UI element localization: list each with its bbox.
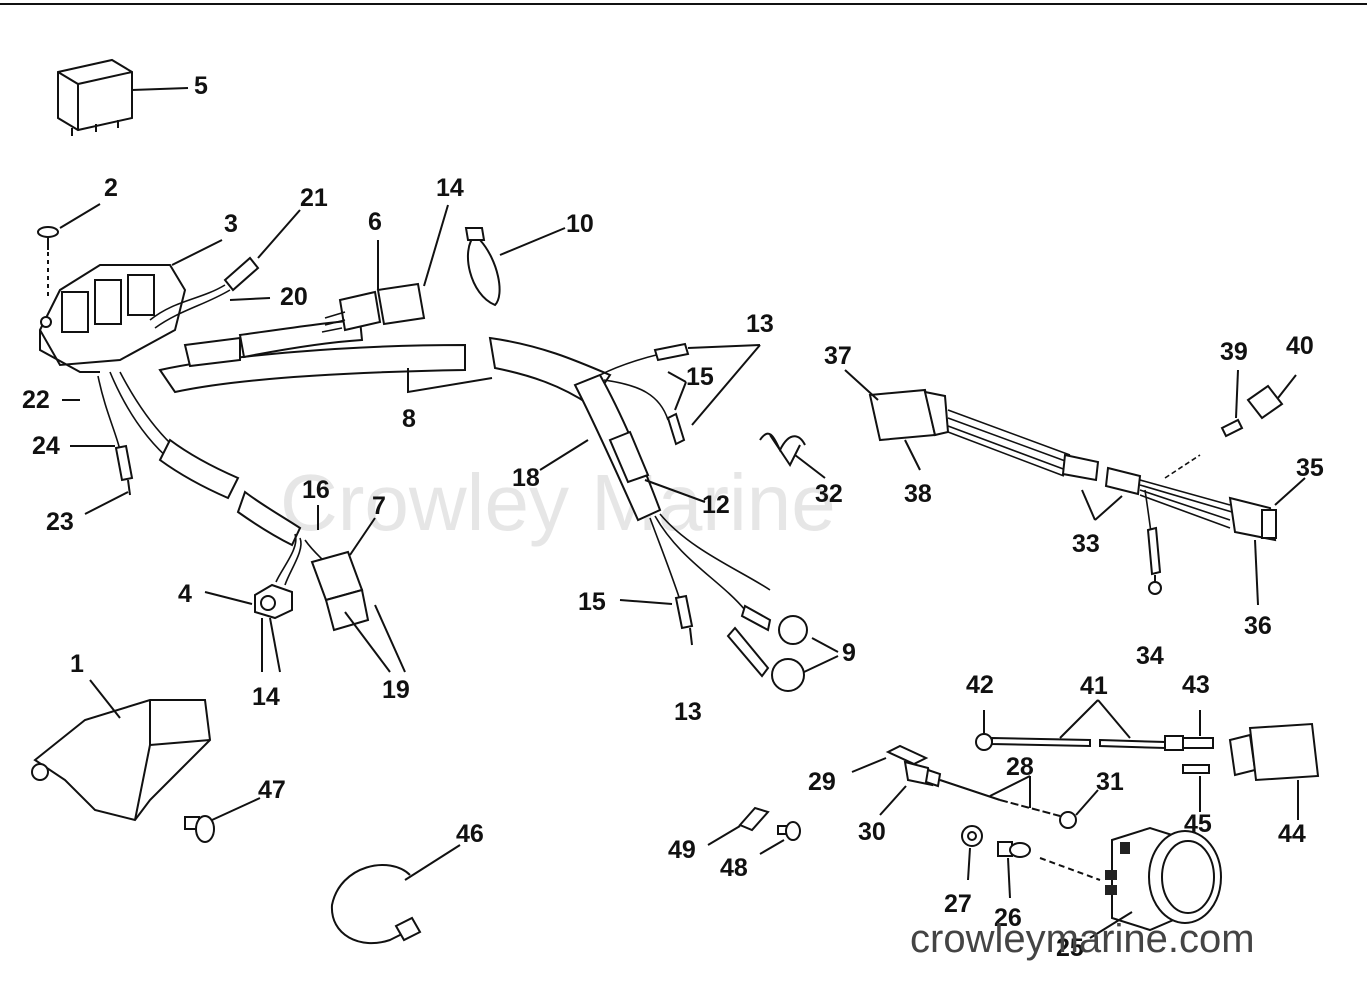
pin-part-45 (1182, 764, 1210, 812)
label-40: 40 (1286, 332, 1314, 360)
label-38: 38 (904, 480, 932, 508)
label-15-bottom: 15 (578, 588, 606, 616)
label-22: 22 (22, 386, 50, 414)
label-34: 34 (1136, 642, 1164, 670)
label-5: 5 (194, 72, 208, 100)
label-33: 33 (1072, 530, 1100, 558)
connector-part-37 (844, 369, 1142, 521)
label-32: 32 (815, 480, 843, 508)
label-42: 42 (966, 671, 994, 699)
label-19: 19 (382, 676, 410, 704)
label-7: 7 (372, 492, 386, 520)
sender-part-44 (1228, 722, 1320, 820)
label-37: 37 (824, 342, 852, 370)
label-47: 47 (258, 776, 286, 804)
screw-part-47 (184, 797, 261, 843)
clip-part-49 (707, 806, 770, 846)
label-4: 4 (178, 580, 192, 608)
label-49: 49 (668, 836, 696, 864)
lead-23-24 (70, 375, 134, 515)
lead-part-41 (975, 699, 1214, 751)
site-watermark: crowleymarine.com (910, 917, 1255, 961)
label-30: 30 (858, 818, 886, 846)
label-13-bottom: 13 (674, 698, 702, 726)
main-harness-part-8 (158, 318, 612, 407)
bracket-part-1 (31, 679, 212, 822)
label-28: 28 (1006, 753, 1034, 781)
label-43: 43 (1182, 671, 1210, 699)
label-16: 16 (302, 476, 330, 504)
screw-part-48 (759, 821, 801, 855)
strap-part-46 (330, 844, 461, 945)
screw-part-2 (37, 203, 101, 300)
label-35: 35 (1296, 454, 1324, 482)
label-44: 44 (1278, 820, 1306, 848)
branch-harness-part-18 (539, 349, 839, 692)
label-10: 10 (566, 210, 594, 238)
connector-part-39 (1164, 369, 1297, 479)
label-23: 23 (46, 508, 74, 536)
label-14-top: 14 (436, 174, 464, 202)
bulb-socket-part-27 (961, 825, 983, 881)
bulb-part-26 (997, 841, 1101, 899)
connector-part-7 (310, 517, 406, 673)
lead-13-top (653, 342, 761, 426)
label-41: 41 (1080, 672, 1108, 700)
label-25: 25 (1056, 934, 1084, 962)
label-21: 21 (300, 184, 328, 212)
label-45: 45 (1184, 810, 1212, 838)
callout-labels: 5 2 3 21 20 6 14 10 13 15 37 39 40 35 22… (22, 72, 1324, 962)
label-46: 46 (456, 820, 484, 848)
label-3: 3 (224, 210, 238, 238)
label-39: 39 (1220, 338, 1248, 366)
label-18: 18 (512, 464, 540, 492)
label-26: 26 (994, 904, 1022, 932)
label-29: 29 (808, 768, 836, 796)
label-27: 27 (944, 890, 972, 918)
label-1: 1 (70, 650, 84, 678)
label-2: 2 (104, 174, 118, 202)
connector-part-35 (1139, 477, 1306, 606)
label-24: 24 (32, 432, 60, 460)
lead-part-28 (851, 744, 1099, 829)
relay-part (57, 58, 189, 136)
label-36: 36 (1244, 612, 1272, 640)
label-6: 6 (368, 208, 382, 236)
label-31: 31 (1096, 768, 1124, 796)
gauge-part-25 (1089, 826, 1222, 939)
socket-part-4 (204, 583, 293, 673)
label-14-bottom: 14 (252, 683, 280, 711)
clamp-part-10 (464, 227, 566, 307)
terminal-block-part (38, 239, 223, 401)
watermark-text: Crowley Marine (280, 458, 836, 547)
connector-part-6 (321, 204, 449, 333)
label-48: 48 (720, 854, 748, 882)
label-13-top: 13 (746, 310, 774, 338)
label-15-top: 15 (686, 363, 714, 391)
wire-21-20 (149, 209, 301, 329)
label-8: 8 (402, 405, 416, 433)
label-20: 20 (280, 283, 308, 311)
label-9: 9 (842, 639, 856, 667)
clip-part-32 (759, 432, 826, 479)
label-12: 12 (702, 491, 730, 519)
